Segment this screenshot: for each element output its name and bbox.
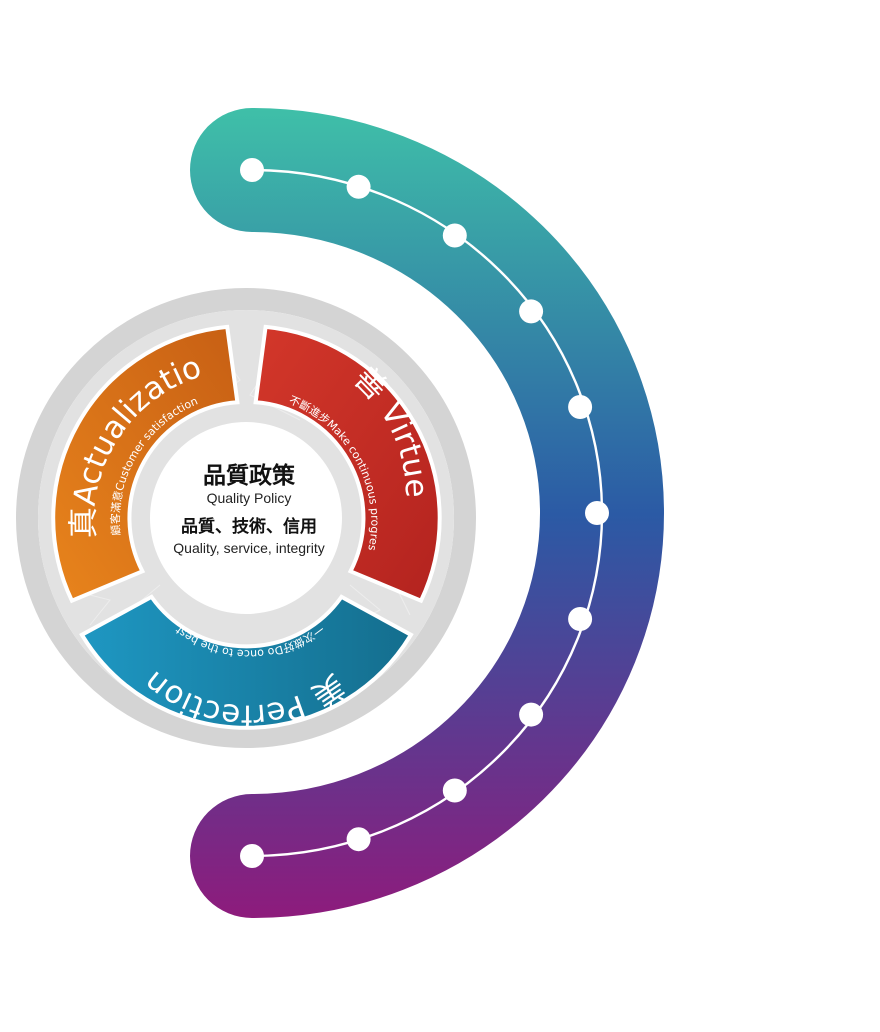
segment-actualization xyxy=(51,324,240,604)
center-title: 品質政策 xyxy=(203,462,296,489)
timeline-dot xyxy=(519,702,544,727)
center-disk xyxy=(150,422,342,614)
segment-virtue xyxy=(253,324,442,604)
timeline-dots xyxy=(240,158,609,868)
timeline-dot xyxy=(346,174,371,199)
timeline-dot xyxy=(519,299,544,324)
timeline-dot xyxy=(568,395,593,419)
timeline-dot xyxy=(568,607,593,631)
timeline-dot xyxy=(442,223,467,248)
timeline-dot xyxy=(240,844,264,868)
timeline-dot xyxy=(585,501,609,525)
center-values-en: Quality, service, integrity xyxy=(173,540,324,556)
outer-ring xyxy=(16,288,476,748)
center-values: 品質、技術、信用 xyxy=(181,516,317,537)
timeline-dot xyxy=(346,827,371,852)
center-subtitle: Quality Policy xyxy=(207,490,292,506)
timeline-dot xyxy=(442,778,467,803)
segment-perfection xyxy=(79,594,414,730)
timeline-dot xyxy=(240,158,264,182)
